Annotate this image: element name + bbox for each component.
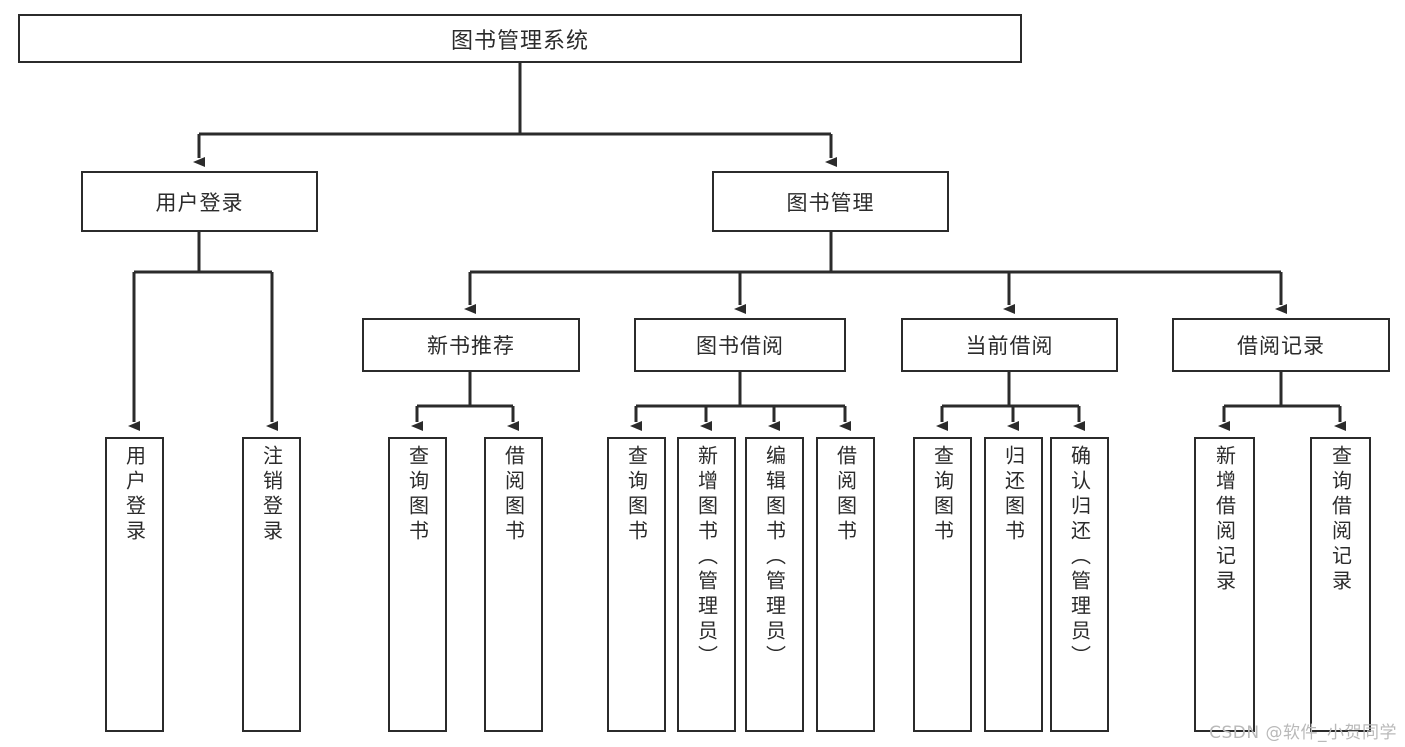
node-current-borrow-label: 当前借阅: [965, 334, 1054, 358]
node-user-login-label: 用户登录: [155, 190, 244, 215]
node-leaf-return-book-label: 归还图书: [1001, 445, 1026, 545]
node-new-book-recommend-label: 新书推荐: [427, 334, 515, 358]
node-borrow-record[interactable]: 借阅记录: [1172, 318, 1390, 372]
node-leaf-borrow-book-1[interactable]: 借阅图书: [484, 437, 543, 732]
node-leaf-add-book-admin-label: 新增图书（管理员）: [694, 445, 719, 670]
node-leaf-borrow-book-1-label: 借阅图书: [501, 445, 526, 545]
node-leaf-edit-book-admin[interactable]: 编辑图书（管理员）: [745, 437, 804, 732]
node-book-management-label: 图书管理: [786, 190, 875, 215]
node-leaf-query-book-3[interactable]: 查询图书: [913, 437, 972, 732]
node-root-label: 图书管理系统: [450, 28, 589, 54]
node-leaf-edit-book-admin-label: 编辑图书（管理员）: [762, 445, 787, 670]
node-leaf-query-book-2[interactable]: 查询图书: [607, 437, 666, 732]
watermark: CSDN @软件_小贺同学: [1209, 723, 1397, 743]
node-leaf-query-book-1[interactable]: 查询图书: [388, 437, 447, 732]
node-leaf-user-logout-label: 注销登录: [259, 445, 284, 545]
node-book-borrow-label: 图书借阅: [696, 334, 784, 358]
node-leaf-user-login-label: 用户登录: [122, 445, 147, 545]
node-leaf-query-book-1-label: 查询图书: [405, 445, 430, 545]
node-leaf-confirm-return-admin[interactable]: 确认归还（管理员）: [1050, 437, 1109, 732]
node-leaf-user-login[interactable]: 用户登录: [105, 437, 164, 732]
node-leaf-add-book-admin[interactable]: 新增图书（管理员）: [677, 437, 736, 732]
node-current-borrow[interactable]: 当前借阅: [901, 318, 1118, 372]
node-book-borrow[interactable]: 图书借阅: [634, 318, 846, 372]
node-borrow-record-label: 借阅记录: [1237, 334, 1325, 358]
node-leaf-add-borrow-record-label: 新增借阅记录: [1212, 445, 1237, 595]
node-new-book-recommend[interactable]: 新书推荐: [362, 318, 580, 372]
node-leaf-add-borrow-record[interactable]: 新增借阅记录: [1194, 437, 1255, 732]
node-leaf-user-logout[interactable]: 注销登录: [242, 437, 301, 732]
node-leaf-query-borrow-record[interactable]: 查询借阅记录: [1310, 437, 1371, 732]
node-leaf-borrow-book-2[interactable]: 借阅图书: [816, 437, 875, 732]
node-leaf-borrow-book-2-label: 借阅图书: [833, 445, 858, 545]
node-leaf-query-borrow-record-label: 查询借阅记录: [1328, 445, 1353, 595]
node-leaf-query-book-3-label: 查询图书: [930, 445, 955, 545]
node-user-login[interactable]: 用户登录: [81, 171, 318, 232]
node-leaf-return-book[interactable]: 归还图书: [984, 437, 1043, 732]
node-leaf-confirm-return-admin-label: 确认归还（管理员）: [1067, 445, 1092, 670]
node-root[interactable]: 图书管理系统: [18, 14, 1022, 63]
node-book-management[interactable]: 图书管理: [712, 171, 949, 232]
node-leaf-query-book-2-label: 查询图书: [624, 445, 649, 545]
